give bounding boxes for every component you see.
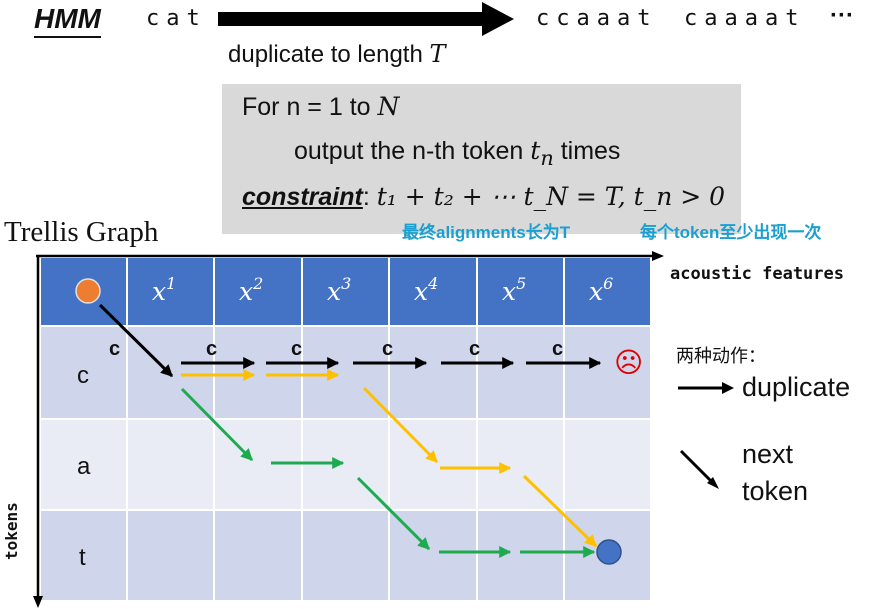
legend-next-token-line-2: token (742, 476, 809, 506)
green-arrow-1 (180, 387, 254, 462)
algorithm-box: For n = 1 to N output the n-th token tn … (222, 84, 741, 234)
trellis-title: Trellis Graph (4, 216, 159, 248)
legend-duplicate-arrow (678, 382, 734, 394)
legend-next-token-label: next token (742, 436, 808, 510)
column-header-x1: x1 (152, 274, 176, 306)
start-node (75, 278, 101, 304)
algorithm-line-output: output the n-th token tn times (294, 136, 620, 170)
y-axis-label: tokens (2, 502, 21, 560)
note-each-token: 每个token至少出现一次 (640, 223, 822, 242)
row-label-a: a (77, 453, 91, 480)
source-sequence: cat (146, 6, 207, 31)
column-header-x3: x3 (327, 274, 351, 306)
algorithm-line-loop: For n = 1 to N (242, 92, 399, 122)
row-c-band (40, 326, 651, 419)
output-text: output the n-th token (294, 137, 531, 165)
constraint-colon: : (362, 183, 377, 211)
hmm-label: HMM (34, 2, 101, 38)
arrow-label-c-4: c (382, 338, 393, 360)
x-axis-label: acoustic features (670, 264, 844, 284)
row-label-t: t (79, 544, 86, 571)
column-header-x4: x4 (414, 274, 438, 306)
legend-next-token-line-1: next (742, 439, 794, 469)
header-arrow (218, 2, 514, 36)
loop-text: For n = 1 to (242, 93, 378, 121)
end-node (596, 539, 622, 565)
row-a-band (40, 419, 651, 510)
note-total-length: 最终alignments长为T (402, 223, 571, 242)
legend-duplicate-label: duplicate (742, 372, 851, 402)
y-axis (33, 255, 43, 608)
duplicate-caption-symbol: T (429, 40, 446, 68)
duplicate-caption: duplicate to length T (228, 40, 446, 69)
output-symbol-sub: n (540, 146, 554, 170)
header-row (40, 257, 651, 326)
row-t-band (40, 510, 651, 601)
constraint-formula: t₁ + t₂ + ⋯ t_N = T, t_n > 0 (376, 182, 726, 211)
yellow-arrow-3 (362, 386, 439, 464)
ellipsis: ··· (830, 2, 854, 29)
legend-title: 两种动作： (676, 346, 766, 366)
yellow-arrow-5 (522, 474, 598, 548)
row-label-c: c (77, 362, 89, 389)
output-suffix: times (553, 137, 621, 165)
constraint-label: constraint (242, 183, 363, 211)
output-symbol-base: t (530, 136, 541, 165)
arrow-label-c-2: c (206, 338, 217, 360)
output-sequence-2: caaaat (684, 6, 806, 31)
green-arrow-3 (356, 476, 431, 551)
loop-symbol: N (377, 92, 400, 121)
legend-next-token-arrow (679, 449, 719, 489)
column-header-x2: x2 (239, 274, 263, 306)
output-sequence-1: ccaaat (536, 6, 658, 31)
x-axis (36, 251, 664, 261)
arrow-label-c-6: c (552, 338, 563, 360)
sad-face-icon: ☹ (614, 346, 643, 379)
column-header-x5: x5 (502, 274, 526, 306)
arrow-label-c-1: c (109, 338, 120, 360)
black-arrow-start (98, 303, 174, 378)
algorithm-line-constraint: constraint: t₁ + t₂ + ⋯ t_N = T, t_n > 0 (242, 182, 725, 212)
arrow-label-c-3: c (291, 338, 302, 360)
grid-lines (39, 256, 652, 602)
duplicate-caption-text: duplicate to length (228, 41, 423, 68)
arrow-label-c-5: c (469, 338, 480, 360)
column-header-x6: x6 (589, 274, 613, 306)
